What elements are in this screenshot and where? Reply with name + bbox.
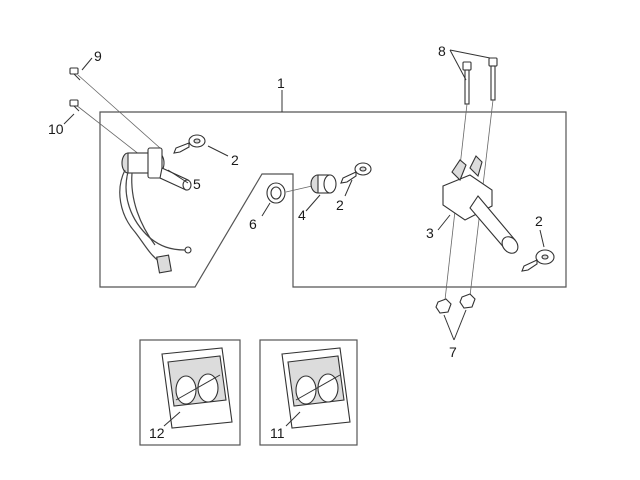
kit-12-pack (161, 347, 233, 429)
callout-7: 7 (449, 344, 457, 360)
bolt-8-right (488, 57, 498, 101)
callout-5: 5 (193, 176, 201, 192)
callout-2-right: 2 (535, 213, 543, 229)
leader-3 (437, 214, 451, 231)
leader-5 (167, 169, 189, 184)
key-2-right (521, 249, 555, 272)
leader-9 (81, 57, 93, 71)
nut-7-right (459, 293, 476, 309)
leader-12 (163, 411, 181, 427)
kit-frame-12 (139, 339, 241, 446)
callout-11: 11 (270, 425, 285, 441)
callout-10: 10 (48, 121, 64, 137)
key-2-middle (340, 162, 372, 184)
washer-6 (266, 182, 286, 204)
callout-2-upper: 2 (231, 152, 239, 168)
callout-1: 1 (277, 75, 285, 91)
leader-2b (344, 179, 353, 197)
kit-11-pack (281, 347, 351, 429)
assembly-frame (99, 111, 567, 288)
kit-frame-11 (259, 339, 358, 446)
leader-7a (443, 314, 455, 341)
leader-2a (207, 145, 229, 157)
callout-9: 9 (94, 48, 102, 64)
ignition-switch (75, 74, 192, 274)
leader-8a (449, 49, 467, 81)
leader-11 (285, 411, 301, 427)
callout-8: 8 (438, 43, 446, 59)
screw-9 (69, 67, 81, 81)
screw-10 (69, 99, 80, 112)
callout-12: 12 (149, 425, 165, 441)
nut-7-left (435, 298, 452, 314)
leader-7b (453, 309, 467, 341)
leader-6 (261, 202, 271, 217)
leader-10 (63, 113, 75, 125)
lock-cylinder-4 (285, 174, 337, 194)
leader-4 (305, 194, 321, 212)
bolt-8-left (462, 61, 472, 105)
leader-2c (539, 229, 545, 248)
callout-2-middle: 2 (336, 197, 344, 213)
callout-4: 4 (298, 207, 306, 223)
bracket-3 (442, 155, 519, 254)
key-2-upper (173, 134, 206, 154)
callout-3: 3 (426, 225, 434, 241)
callout-6: 6 (249, 216, 257, 232)
leader-8b (449, 49, 491, 59)
